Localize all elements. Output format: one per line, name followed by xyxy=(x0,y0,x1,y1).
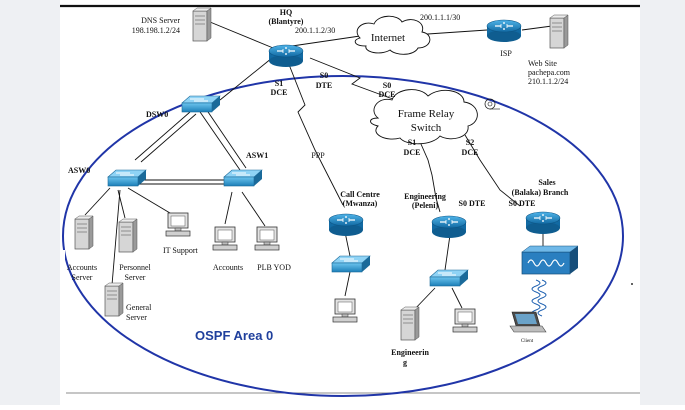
web-site-ip: 210.1.1.2/24 xyxy=(528,77,568,86)
network-diagram: Internet Frame Relay Switch HQ (Blantyre… xyxy=(60,4,640,397)
accounts-server[interactable]: Accounts Server xyxy=(67,215,97,282)
engineering-switch[interactable] xyxy=(429,269,469,287)
it-support-label: IT Support xyxy=(163,246,199,255)
call-centre-label: Call Centre xyxy=(340,190,380,199)
general-server-label-2: Server xyxy=(126,313,147,322)
hq-router[interactable]: HQ (Blantyre) S1 DCE S0 DTE xyxy=(268,8,333,97)
hq-s1-label: S1 xyxy=(275,79,283,88)
accounts-pc[interactable]: Accounts xyxy=(212,226,243,272)
right-gutter xyxy=(640,0,685,405)
document-page: Internet Frame Relay Switch HQ (Blantyre… xyxy=(60,0,640,405)
dns-server-ip: 198.198.1.2/24 xyxy=(132,26,180,35)
left-gutter xyxy=(0,0,60,405)
wireless-ap-icon[interactable] xyxy=(521,245,579,275)
fr-s0-dce-label: DCE xyxy=(379,90,396,99)
ppp-label: PPP xyxy=(311,151,325,160)
dsw0-switch[interactable]: DSW0 xyxy=(146,95,221,119)
internet-label: Internet xyxy=(371,32,405,44)
web-site-domain: pachepa.com xyxy=(528,68,571,77)
engineering-server[interactable] xyxy=(400,306,420,341)
ospf-area-label: OSPF Area 0 xyxy=(195,328,273,343)
hq-title: HQ xyxy=(280,8,292,17)
dsw0-label: DSW0 xyxy=(146,110,168,119)
sales-s0-label: S0 DTE xyxy=(509,199,536,208)
isp-link-ip: 200.1.1.1/30 xyxy=(420,13,460,22)
call-centre-router[interactable]: Call Centre (Mwanza) xyxy=(328,190,380,237)
dns-server[interactable]: DNS Server 198.198.1.2/24 xyxy=(132,7,212,42)
general-server[interactable]: General Server xyxy=(104,282,152,322)
accounts-server-label-2: Server xyxy=(72,273,93,282)
web-site-label: Web Site xyxy=(528,59,557,68)
sales-location: (Balaka) Branch xyxy=(512,188,569,197)
accounts-server-label: Accounts xyxy=(67,263,97,272)
call-centre-pc[interactable] xyxy=(332,298,358,323)
asw0-label: ASW0 xyxy=(68,166,90,175)
links xyxy=(84,21,553,313)
client-label: Client xyxy=(521,339,534,344)
dns-server-label: DNS Server xyxy=(141,16,180,25)
engineering-location: (Peleni) xyxy=(412,201,439,210)
call-centre-location: (Mwanza) xyxy=(343,199,378,208)
margin-dot xyxy=(631,283,633,285)
engineering-s0-label: S0 DTE xyxy=(459,199,486,208)
general-server-label: General xyxy=(126,303,152,312)
hq-s1-dce-label: DCE xyxy=(271,88,288,97)
engineering-label: Engineering xyxy=(404,192,446,201)
sales-label: Sales xyxy=(538,178,555,187)
hq-link-ip: 200.1.1.2/30 xyxy=(295,26,335,35)
isp-router[interactable]: ISP xyxy=(486,19,522,58)
asw1-label: ASW1 xyxy=(246,151,268,160)
plb-yod-label: PLB YOD xyxy=(257,263,291,272)
ospf-area-boundary xyxy=(62,75,624,397)
fr-s0-label: S0 xyxy=(383,81,391,90)
fr-s1-dce-label: DCE xyxy=(404,148,421,157)
asw1-switch[interactable]: ASW1 xyxy=(223,151,268,187)
sales-router[interactable]: Sales (Balaka) Branch S0 DTE xyxy=(509,178,569,235)
hq-subtitle: (Blantyre) xyxy=(269,17,304,26)
fr-s2-label: S2 xyxy=(466,138,474,147)
plb-yod-pc[interactable]: PLB YOD xyxy=(254,226,291,272)
engineering-router[interactable]: Engineering (Peleni) S0 DTE xyxy=(404,192,486,239)
personnel-server-label-2: Server xyxy=(125,273,146,282)
accounts-pc-label: Accounts xyxy=(213,263,243,272)
engineering-pc-label: Engineerin xyxy=(391,348,429,357)
call-centre-switch[interactable] xyxy=(331,255,371,273)
client-laptop-icon[interactable]: Client xyxy=(509,311,547,344)
personnel-server[interactable]: Personnel Server xyxy=(118,218,152,282)
frame-relay-cloud-icon: Frame Relay Switch xyxy=(370,89,500,145)
frame-relay-switch-label: Switch xyxy=(411,122,442,134)
asw0-switch[interactable]: ASW0 xyxy=(68,166,147,187)
wireless-signal-icon xyxy=(531,279,547,317)
isp-label: ISP xyxy=(500,49,512,58)
engineering-pc[interactable] xyxy=(452,308,478,333)
internet-cloud-icon: Internet xyxy=(354,15,431,55)
hq-s0-dte-label: DTE xyxy=(316,81,332,90)
it-support-pc[interactable]: IT Support xyxy=(163,212,199,255)
fr-s1-label: S1 xyxy=(408,138,416,147)
fr-s2-dce-label: DCE xyxy=(462,148,479,157)
personnel-server-label: Personnel xyxy=(119,263,151,272)
frame-relay-label: Frame Relay xyxy=(398,108,455,120)
engineering-pc-label-2: g xyxy=(403,358,407,367)
web-server[interactable]: Web Site pachepa.com 210.1.1.2/24 xyxy=(528,14,571,86)
hq-s0-label: S0 xyxy=(320,71,328,80)
